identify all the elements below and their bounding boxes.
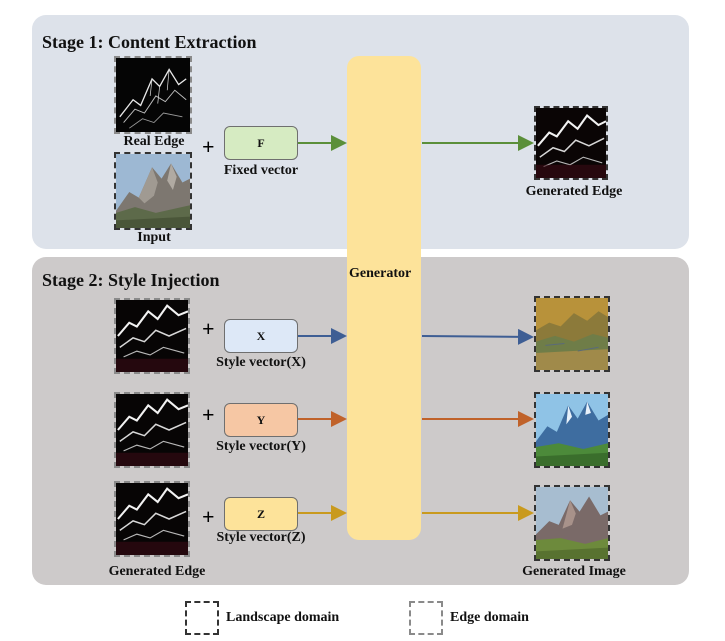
plus-symbol-z: +	[202, 504, 215, 529]
style-vector-y-box: Y	[224, 403, 298, 437]
generated-edge-output	[534, 106, 608, 180]
generator-label: Generator	[349, 266, 412, 281]
landscape-domain-legend-box	[185, 601, 219, 635]
generated-image-z	[534, 485, 610, 561]
style-vector-z-label: Style vector(Z)	[216, 530, 306, 545]
edge-domain-legend-box	[409, 601, 443, 635]
generated-edge-input-y	[114, 392, 190, 468]
input-label: Input	[137, 230, 171, 245]
generated-image-x	[534, 296, 610, 372]
landscape-domain-legend-label: Landscape domain	[226, 610, 340, 625]
generated-edge-input-x	[114, 298, 190, 374]
fixed-vector-label: Fixed vector	[223, 163, 299, 178]
style-vector-x-label: Style vector(X)	[216, 355, 306, 370]
fixed-vector-box: F	[224, 126, 298, 160]
plus-symbol: +	[202, 134, 215, 159]
real-edge-image	[114, 56, 192, 134]
generated-edge-input-label: Generated Edge	[108, 564, 206, 579]
style-vector-y-label: Style vector(Y)	[216, 439, 306, 454]
generated-image-label: Generated Image	[522, 564, 626, 579]
input-image	[114, 152, 192, 230]
generated-edge-output-label: Generated Edge	[525, 184, 623, 199]
stage1-title: Stage 1: Content Extraction	[42, 32, 257, 52]
stage2-title: Stage 2: Style Injection	[42, 270, 220, 290]
style-vector-x-box: X	[224, 319, 298, 353]
style-vector-z-box: Z	[224, 497, 298, 531]
edge-domain-legend-label: Edge domain	[450, 610, 529, 625]
real-edge-label: Real Edge	[123, 134, 185, 149]
generator-block	[347, 56, 421, 540]
plus-symbol-y: +	[202, 402, 215, 427]
plus-symbol-x: +	[202, 316, 215, 341]
generated-edge-input-z	[114, 481, 190, 557]
generated-image-y	[534, 392, 610, 468]
